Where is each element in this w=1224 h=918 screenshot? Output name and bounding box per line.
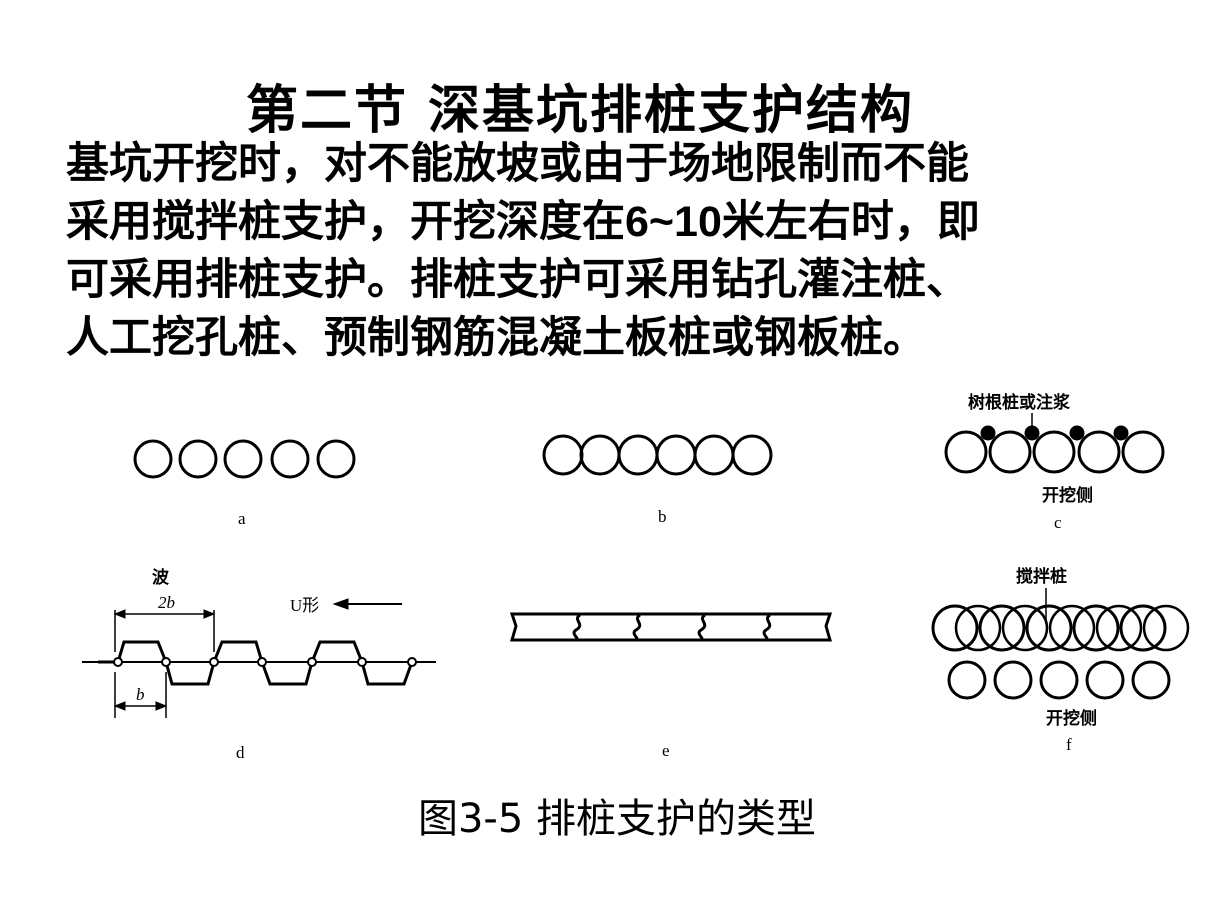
figure-d-wave-dim: 2b — [158, 593, 175, 612]
figure-f-piles-with-mixing-piles — [931, 588, 1190, 700]
paragraph-line-4: 人工挖孔桩、预制钢筋混凝土板桩或钢板桩。 — [66, 313, 926, 363]
figure-d-shape-note: U形 — [290, 596, 319, 615]
figure-c-side-note: 开挖侧 — [1042, 485, 1093, 506]
figure-e-label: e — [662, 741, 670, 760]
figure-a-separated-piles — [133, 439, 356, 479]
paragraph-line-1: 基坑开挖时，对不能放坡或由于场地限制而不能 — [66, 139, 969, 189]
intro-paragraph: 基坑开挖时，对不能放坡或由于场地限制而不能 采用搅拌桩支护，开挖深度在6~10米… — [66, 135, 1166, 367]
figure-d-wave-note: 波 — [152, 567, 170, 588]
figure-c-top-note: 树根桩或注浆 — [968, 392, 1071, 413]
depth-range: 6~10 — [625, 198, 722, 246]
figure-caption: 图3-5 排桩支护的类型 — [417, 796, 817, 842]
figure-d-steel-sheet-pile — [82, 598, 436, 718]
paragraph-line-2: 采用搅拌桩支护，开挖深度在6~10米左右时，即 — [66, 193, 1166, 251]
paragraph-line-2-end: 米左右时，即 — [721, 197, 980, 247]
figure-d-half-dim: b — [136, 685, 145, 704]
figure-f-side-note: 开挖侧 — [1046, 708, 1097, 729]
pile-types-figure: a b 树根桩或注浆 开挖侧 c 波 2b U形 b d e 搅拌桩 开挖侧 f — [82, 392, 1190, 762]
figure-b-label: b — [658, 507, 667, 526]
paragraph-line-2-start: 采用搅拌桩支护，开挖深度在 — [66, 197, 625, 247]
figure-c-piles-with-grout — [944, 413, 1165, 474]
section-title: 第二节 深基坑排桩支护结构 — [245, 81, 915, 141]
figure-f-top-note: 搅拌桩 — [1016, 566, 1067, 587]
figure-e-concrete-sheet-pile — [509, 612, 833, 642]
figure-d-label: d — [236, 743, 245, 762]
figure-b-contiguous-piles — [542, 434, 773, 476]
figure-a-label: a — [238, 509, 246, 528]
figure-f-label: f — [1066, 735, 1072, 754]
paragraph-line-3: 可采用排桩支护。排桩支护可采用钻孔灌注桩、 — [66, 255, 969, 305]
figure-c-label: c — [1054, 513, 1062, 532]
